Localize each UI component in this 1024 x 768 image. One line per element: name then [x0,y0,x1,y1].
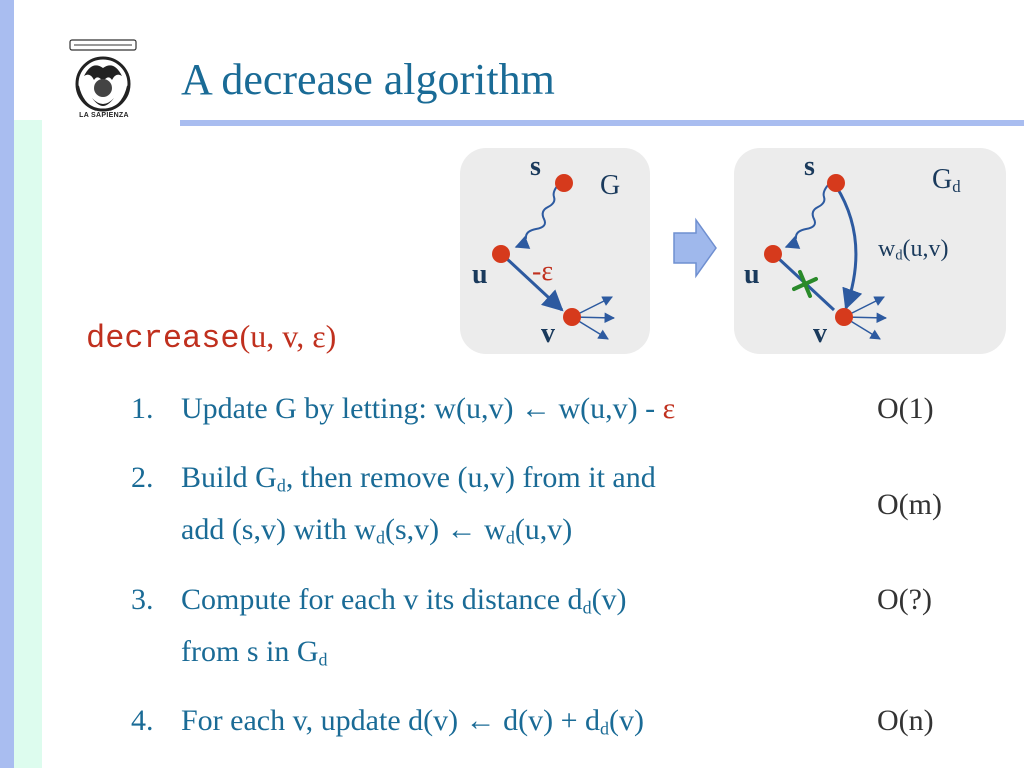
function-signature: decrease(u, v, ε) [86,318,336,357]
node-v [835,308,853,326]
step-number: 4. [131,704,154,737]
node-u [764,245,782,263]
edge-weight-label: -ε [532,256,554,287]
step-2-complexity: O(m) [877,488,942,521]
logo-caption: LA SAPIENZA [79,112,129,119]
node-label-s: s [804,151,815,182]
removed-edge-cross-icon [792,270,818,298]
node-u [492,245,510,263]
edge-u-v [504,256,564,312]
new-edge-s-v [834,185,863,310]
node-s [827,174,845,192]
title-underline [180,120,1024,126]
node-label-u: u [744,259,760,290]
step-2-text-line-1: Build Gd, then remove (u,v) from it and [181,461,656,496]
graph-label-g: G [600,170,621,201]
left-accent-bar [0,0,14,768]
node-label-s: s [530,151,541,182]
step-4-complexity: O(n) [877,704,934,737]
step-3-text-line-1: Compute for each v its distance dd(v) [181,583,627,618]
node-label-u: u [472,259,488,290]
function-name: decrease [86,320,240,357]
wavy-path-s-u [514,182,561,249]
sapienza-logo [69,39,137,112]
graph-g-panel [460,148,650,354]
step-number: 1. [131,392,154,425]
page-title: A decrease algorithm [181,55,555,104]
graph-label-gd: Gd [932,164,961,197]
transition-arrow-icon [673,217,717,279]
step-3-complexity: O(?) [877,583,932,616]
node-v [563,308,581,326]
function-args: (u, v, ε) [239,318,337,354]
node-label-v: v [813,318,827,349]
step-4-text: For each v, update d(v) ← d(v) + dd(v) [181,704,645,739]
step-2-text-line-2: add (s,v) with wd(s,v) ← wd(u,v) [181,513,573,548]
weight-label-wd-uv: wd(u,v) [878,236,949,264]
step-1-text: Update G by letting: w(u,v) ← w(u,v) - ε [181,392,676,425]
node-s [555,174,573,192]
node-label-v: v [541,318,555,349]
step-number: 3. [131,583,154,616]
step-3-text-line-2: from s in Gd [181,635,328,670]
wavy-path-s-u [784,182,831,249]
left-mint-bar [14,120,42,768]
step-1-complexity: O(1) [877,392,934,425]
step-number: 2. [131,461,154,494]
